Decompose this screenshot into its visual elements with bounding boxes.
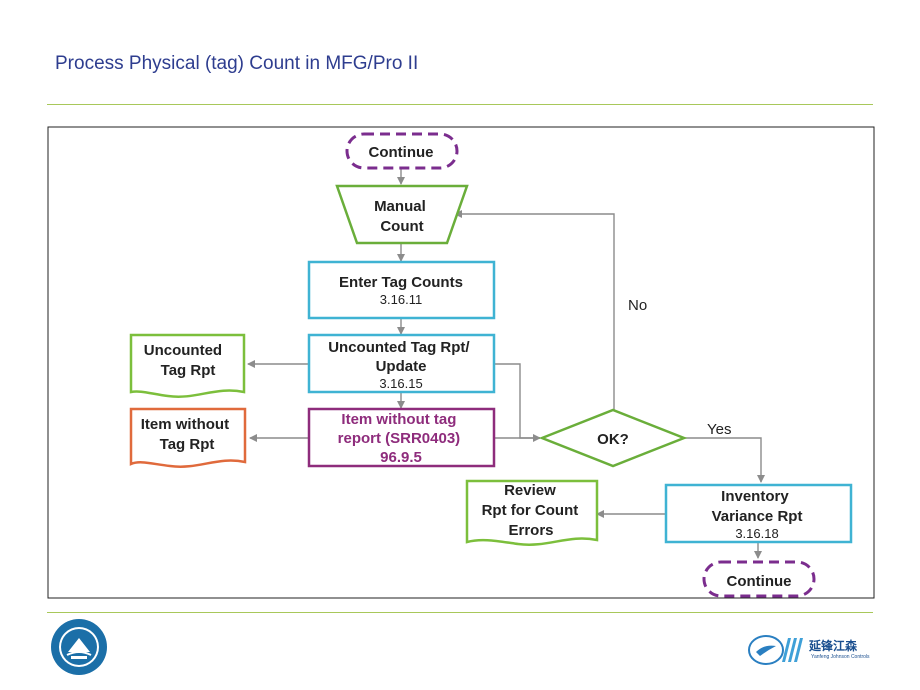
item-without-tag-report-box	[307, 407, 496, 468]
enter-tag-counts-box	[307, 260, 496, 320]
enter-tag-counts-label: Enter Tag Counts	[339, 274, 463, 291]
inventory-variance-rpt-label: Inventory Variance Rpt	[712, 488, 803, 525]
ok-decision-diamond	[538, 408, 688, 468]
enter-tag-counts-code: 3.16.11	[380, 292, 422, 307]
review-rpt-document	[465, 479, 599, 546]
brand-name-cn: 延锋江森	[809, 639, 858, 653]
inventory-variance-rpt-code: 3.16.18	[735, 526, 778, 541]
manual-count-shape	[335, 184, 469, 245]
continue-bottom-label: Continue	[727, 573, 792, 590]
uncounted-tag-rpt-document-label: Uncounted Tag Rpt	[144, 342, 227, 379]
continue-top-terminator	[345, 132, 459, 170]
yanfeng-johnson-controls-logo-icon	[748, 635, 803, 665]
slide-title: Process Physical (tag) Count in MFG/Pro …	[55, 53, 419, 74]
uncounted-tag-rpt-update-code: 3.16.15	[379, 376, 422, 391]
uncounted-tag-rpt-document	[129, 333, 246, 398]
manual-count-label: Manual Count	[374, 198, 430, 235]
continue-bottom-terminator	[702, 560, 816, 598]
college-seal-icon	[51, 619, 107, 675]
edge-ok-no	[454, 210, 615, 410]
item-without-tag-rpt-document	[129, 407, 247, 468]
brand-name-en: Yanfeng Johnson Controls	[811, 654, 870, 660]
uncounted-tag-rpt-update-box	[307, 333, 496, 394]
uncounted-tag-rpt-update-label: Uncounted Tag Rpt/ Update	[328, 339, 474, 375]
edge-ok-yes	[684, 437, 765, 483]
ok-decision-label: OK?	[597, 431, 629, 448]
yes-edge-label: Yes	[707, 421, 731, 438]
continue-top-label: Continue	[369, 144, 434, 161]
no-edge-label: No	[628, 297, 647, 314]
footer-divider	[47, 612, 873, 613]
item-without-tag-report-label: Item without tag report (SRR0403) 96.9.5	[338, 411, 465, 466]
review-rpt-document-label: Review Rpt for Count Errors	[482, 482, 583, 539]
inventory-variance-rpt-box	[664, 483, 853, 544]
title-divider	[47, 104, 873, 105]
item-without-tag-rpt-document-label: Item without Tag Rpt	[141, 416, 234, 453]
